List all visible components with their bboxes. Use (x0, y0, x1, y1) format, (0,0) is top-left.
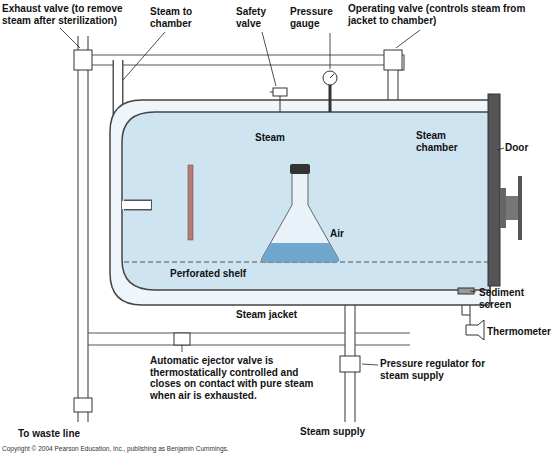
pressure-gauge (323, 71, 337, 112)
operating-valve (384, 50, 402, 70)
part-label: Air (330, 228, 370, 240)
exhaust-valve (74, 50, 92, 70)
door (488, 94, 522, 286)
part-label: Steam chamber (416, 130, 464, 153)
safety-valve (270, 88, 287, 112)
part-label: Steam supply (300, 426, 400, 438)
part-label: Perforated shelf (170, 268, 280, 280)
part-label: Sediment screen (479, 287, 535, 310)
ejector-valve (174, 333, 190, 345)
part-label: Automatic ejector valve is thermostatica… (150, 355, 320, 401)
part-label: Copyright © 2004 Pearson Education, Inc.… (2, 445, 402, 452)
part-label: Pressure gauge (290, 6, 340, 29)
steam-jacket (110, 100, 490, 305)
part-label: Pressure regulator for steam supply (380, 358, 500, 381)
flask (261, 164, 338, 262)
pressure-regulator (340, 356, 360, 372)
part-label: To waste line (18, 428, 128, 440)
part-label: Thermometer (487, 326, 551, 338)
part-label: Safety valve (236, 6, 280, 29)
part-label: Exhaust valve (to remove steam after ste… (2, 3, 152, 26)
steam-chamber (122, 112, 490, 290)
heating-plate (188, 165, 193, 240)
part-label: Operating valve (controls steam from jac… (348, 3, 551, 26)
part-label: Door (505, 142, 549, 154)
part-label: Steam to chamber (150, 6, 212, 29)
part-label: Steam (255, 132, 315, 144)
part-label: Steam jacket (236, 309, 336, 321)
thermometer (466, 315, 484, 340)
waste-valve (74, 398, 92, 412)
leader-lines (60, 28, 504, 365)
